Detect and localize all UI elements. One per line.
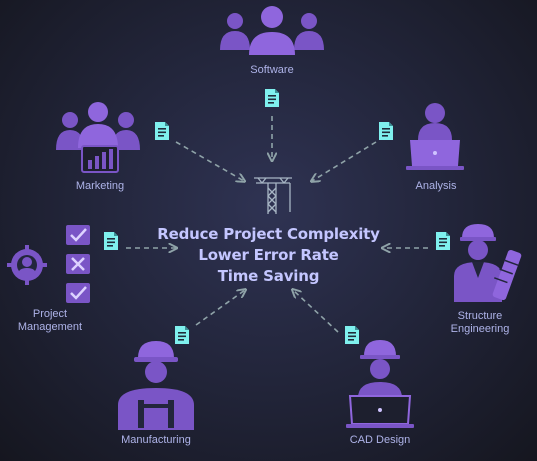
manager-checklist-icon — [7, 225, 90, 303]
connector-arrows — [126, 116, 428, 333]
arrow-cad-design — [293, 290, 339, 333]
worker-with-hardhat-icon — [118, 341, 194, 430]
document-icon — [345, 326, 359, 344]
node-label-project-management: Project Management — [0, 308, 100, 334]
node-label-software: Software — [250, 64, 294, 76]
document-icons — [104, 89, 450, 344]
node-label-structure-engineering-line2: Engineering — [450, 323, 510, 335]
node-label-analysis: Analysis — [415, 180, 457, 192]
structural-tower-icon — [254, 177, 292, 214]
node-label-marketing: Marketing — [75, 180, 125, 192]
document-icon — [265, 89, 279, 107]
node-label-structure-engineering: Structure Engineering — [430, 310, 530, 336]
benefit-time-saving: Time Saving — [217, 267, 320, 285]
engineer-at-laptop-icon — [346, 340, 414, 428]
user-group-icon — [220, 6, 324, 55]
document-icon — [175, 326, 189, 344]
benefit-reduce-complexity: Reduce Project Complexity — [157, 225, 380, 243]
arrow-marketing — [175, 141, 244, 181]
node-label-project-management-line1: Project — [32, 308, 68, 320]
node-label-cad-design: CAD Design — [349, 434, 411, 446]
document-icon — [379, 122, 393, 140]
engineer-with-blueprint-icon — [454, 224, 522, 302]
node-label-structure-engineering-line1: Structure — [457, 310, 503, 322]
team-with-chart-icon — [56, 102, 140, 173]
benefit-lower-error-rate: Lower Error Rate — [198, 246, 339, 264]
arrow-manufacturing — [195, 290, 245, 326]
arrow-analysis — [312, 141, 377, 181]
person-at-laptop-icon — [406, 103, 464, 170]
node-label-manufacturing: Manufacturing — [121, 434, 191, 446]
document-icon — [155, 122, 169, 140]
node-label-project-management-line2: Management — [17, 321, 83, 333]
